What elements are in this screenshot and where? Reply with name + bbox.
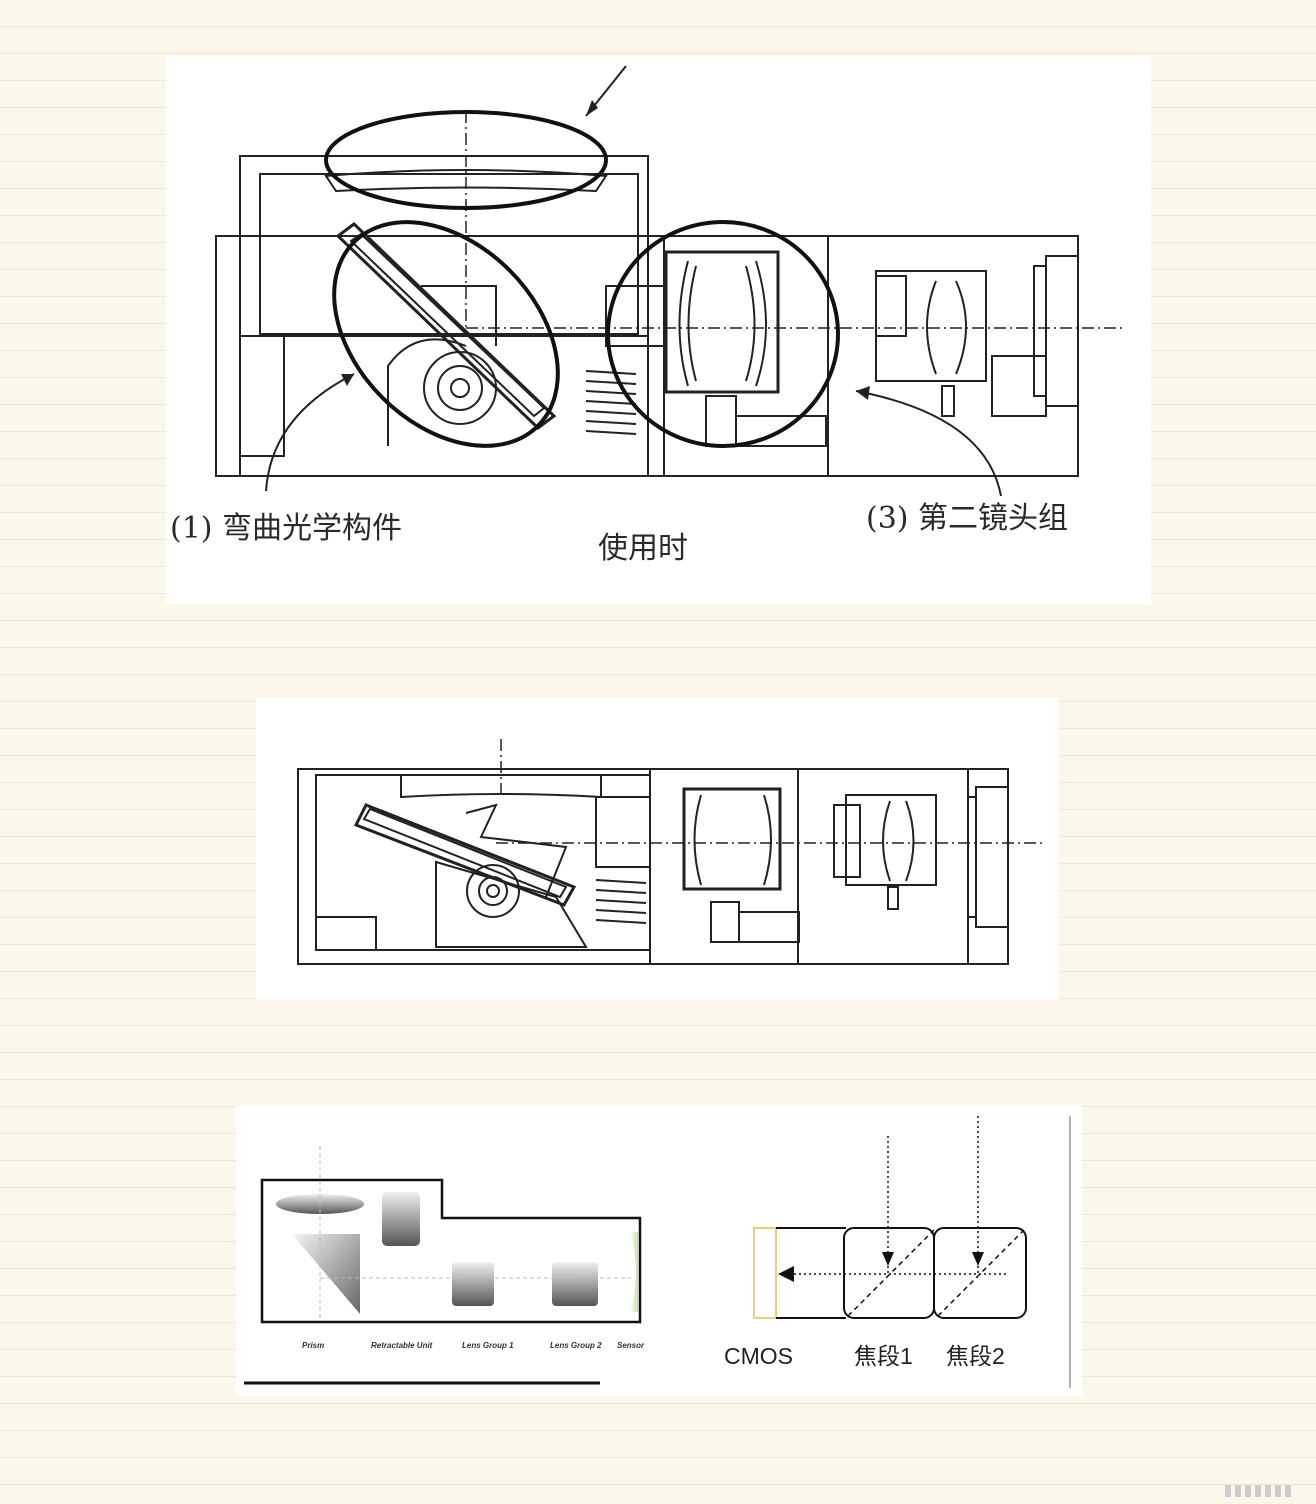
top-lens — [324, 169, 608, 193]
cmos-sensor — [753, 1227, 777, 1319]
housing-outline — [297, 768, 1009, 965]
retractable-unit-element — [382, 1192, 420, 1246]
lens-group-1-element — [452, 1262, 494, 1306]
diagram-extended-panel: (1) 弯曲光学构件 (3) 第二镜头组 使用时 — [166, 56, 1151, 604]
label-lens-group-1: Lens Group 1 — [462, 1341, 514, 1350]
caption-in-use: 使用时 — [598, 531, 688, 566]
label-prism: Prism — [302, 1341, 324, 1350]
diagram-retracted-panel — [256, 697, 1059, 1000]
lens-group-2 — [845, 794, 937, 886]
label-second-lens-group: (3) 第二镜头组 — [866, 501, 1068, 536]
label-lens-group-2: Lens Group 2 — [550, 1341, 602, 1350]
lens-group-2 — [875, 270, 987, 382]
label-focal-1: 焦段1 — [854, 1343, 913, 1369]
arrow-right — [855, 390, 1002, 497]
schematic-housing — [260, 1178, 642, 1324]
label-bending-optics: (1) 弯曲光学构件 — [170, 511, 402, 546]
optical-axis — [496, 739, 1046, 844]
prism-focal-2 — [933, 1227, 1027, 1319]
highlight-second-lens-group — [606, 220, 840, 448]
spring — [595, 879, 647, 924]
spring — [585, 370, 637, 435]
lens-group-1 — [664, 250, 780, 394]
folding-prism — [335, 222, 557, 430]
arrow-left — [265, 373, 355, 492]
sensor-element — [630, 1232, 638, 1312]
label-focal-2: 焦段2 — [946, 1343, 1005, 1369]
retracted-cross-section — [297, 739, 1046, 965]
lens-group-1 — [682, 787, 782, 891]
upper-housing — [239, 155, 649, 477]
lens-group-2-element — [552, 1262, 598, 1306]
highlight-top-lens — [324, 110, 608, 210]
pivot-wheel — [466, 864, 520, 918]
page-indicator — [1225, 1485, 1305, 1497]
sensor — [975, 786, 1009, 928]
dual-focal-schematic: CMOS 焦段1 焦段2 — [724, 1116, 1071, 1388]
periscope-schematic: Prism Retractable Unit Lens Group 1 Lens… — [244, 1146, 645, 1385]
label-sensor: Sensor — [617, 1341, 645, 1350]
schematic-diagrams: Prism Retractable Unit Lens Group 1 Lens… — [244, 1116, 1071, 1388]
optical-axis — [465, 111, 1126, 329]
prism-element — [292, 1234, 360, 1314]
prism-focal-1 — [843, 1227, 935, 1319]
label-cmos: CMOS — [724, 1343, 793, 1369]
lens-group-2-housing — [797, 768, 969, 965]
label-retractable-unit: Retractable Unit — [371, 1341, 433, 1350]
highlight-folding-element — [332, 220, 560, 448]
schematic-comparison-panel: Prism Retractable Unit Lens Group 1 Lens… — [236, 1106, 1082, 1396]
sensor — [1045, 255, 1079, 407]
lens-group-1-housing — [649, 768, 799, 965]
pivot-wheel — [423, 351, 497, 425]
extended-cross-section: (1) 弯曲光学构件 (3) 第二镜头组 使用时 — [170, 65, 1126, 566]
